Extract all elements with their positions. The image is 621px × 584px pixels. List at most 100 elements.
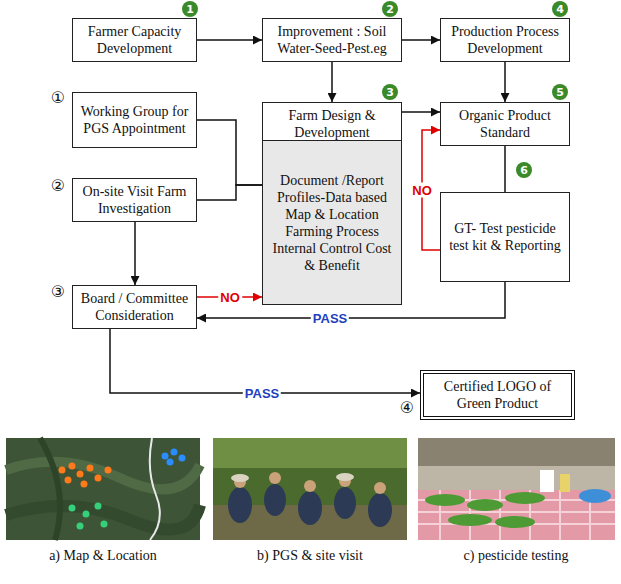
flow-arrow: [134, 222, 136, 285]
box-text: Document /Report Profiles-Data based Map…: [269, 172, 395, 274]
certificate-box: Certified LOGO of Green Product: [420, 370, 575, 420]
photo-detail: [505, 492, 545, 504]
flow-arrow: [402, 111, 440, 113]
step-number: 6: [516, 162, 532, 178]
photo-detail: [425, 494, 465, 506]
step-number: 3: [382, 84, 398, 100]
document-box: Document /Report Profiles-Data based Map…: [262, 140, 402, 305]
photo-detail: [65, 477, 72, 484]
site-visit-photo: [213, 438, 407, 540]
process-box: On-site Visit Farm Investigation: [72, 178, 197, 222]
photo-detail: [167, 459, 174, 466]
photo-detail: [77, 523, 84, 530]
photo-detail: [150, 438, 160, 540]
photo-detail: [105, 467, 112, 474]
flow-arrow: [504, 146, 506, 192]
photo-caption: a) Map & Location: [49, 548, 157, 564]
photo-detail: [87, 465, 94, 472]
photo-detail: [418, 490, 615, 540]
process-box: Production Process Development: [440, 18, 570, 62]
photo-detail: [234, 472, 386, 494]
box-text: GT- Test pesticide test kit & Reporting: [447, 220, 563, 254]
photo-detail: [228, 487, 252, 523]
box-text: Certified LOGO of Green Product: [430, 378, 565, 412]
process-box: Improvement : Soil Water-Seed-Pest.eg: [262, 18, 402, 62]
step-number: 2: [382, 1, 398, 17]
photo-detail: [418, 438, 615, 540]
process-box: Farmer Capacity Development: [72, 18, 197, 62]
step-number: 5: [552, 84, 568, 100]
photo-detail: [264, 484, 286, 516]
photo-detail: [77, 471, 84, 478]
flow-arrow: [504, 62, 506, 102]
photo-detail: [69, 505, 76, 512]
photo-detail: [418, 438, 615, 466]
photo-detail: [40, 438, 60, 540]
photo-detail: [418, 490, 615, 540]
process-box: Board / Committee Consideration: [72, 285, 197, 329]
box-text: Farmer Capacity Development: [79, 23, 190, 57]
flow-arrow: [110, 329, 420, 393]
callout-number: ④: [400, 399, 414, 417]
callout-number: ①: [51, 89, 65, 107]
flow-arrow: [197, 185, 262, 200]
pesticide-testing-photo: [418, 438, 615, 540]
callout-number: ②: [51, 177, 65, 195]
photo-detail: [6, 438, 200, 540]
photo-detail: [81, 481, 88, 488]
step-number: 1: [182, 1, 198, 17]
photo-detail: [495, 516, 535, 528]
photo-detail: [69, 503, 108, 530]
flow-arrow: [197, 120, 262, 185]
box-text: Board / Committee Consideration: [79, 290, 190, 324]
flow-arrow: [197, 39, 262, 41]
photo-detail: [336, 473, 354, 481]
edge-label: PASS: [243, 386, 281, 401]
photo-detail: [304, 480, 316, 492]
process-box: GT- Test pesticide test kit & Reporting: [440, 192, 570, 282]
photo-detail: [374, 482, 386, 494]
photo-detail: [6, 462, 200, 490]
callout-number: ③: [51, 283, 65, 301]
box-text: Working Group for PGS Appointment: [79, 103, 190, 137]
map-photo: [6, 438, 200, 540]
box-text: Improvement : Soil Water-Seed-Pest.eg: [269, 23, 395, 57]
box-text: Organic Product Standard: [447, 107, 563, 141]
process-box: Organic Product Standard: [440, 102, 570, 146]
photo-detail: [69, 463, 76, 470]
box-text: Farm Design & Development: [269, 107, 395, 141]
photo-detail: [95, 503, 102, 510]
photo-detail: [95, 475, 102, 482]
box-text: Production Process Development: [447, 23, 563, 57]
photo-caption: b) PGS & site visit: [257, 548, 363, 564]
photo-detail: [231, 474, 249, 482]
photo-detail: [334, 487, 356, 519]
photo-detail: [179, 455, 186, 462]
box-text: On-site Visit Farm Investigation: [79, 183, 190, 217]
photo-detail: [6, 505, 200, 530]
process-box: Working Group for PGS Appointment: [72, 92, 197, 148]
photo-detail: [83, 511, 90, 518]
edge-label: NO: [410, 183, 434, 198]
photo-detail: [162, 449, 186, 466]
photo-caption: c) pesticide testing: [464, 548, 569, 564]
photo-detail: [213, 438, 407, 468]
photo-detail: [59, 467, 66, 474]
photo-detail: [467, 499, 503, 511]
photo-detail: [101, 521, 108, 528]
flow-arrow: [331, 62, 333, 102]
step-number: 4: [552, 1, 568, 17]
photo-detail: [269, 472, 281, 484]
photo-detail: [448, 514, 492, 526]
photo-detail: [59, 463, 112, 488]
photo-detail: [162, 453, 169, 460]
edge-label: PASS: [311, 311, 349, 326]
photo-detail: [425, 492, 545, 528]
edge-label: NO: [218, 290, 242, 305]
photo-detail: [560, 474, 570, 492]
photo-detail: [213, 438, 407, 540]
flow-arrow: [402, 39, 440, 41]
photo-detail: [298, 491, 322, 525]
photo-detail: [171, 449, 178, 456]
